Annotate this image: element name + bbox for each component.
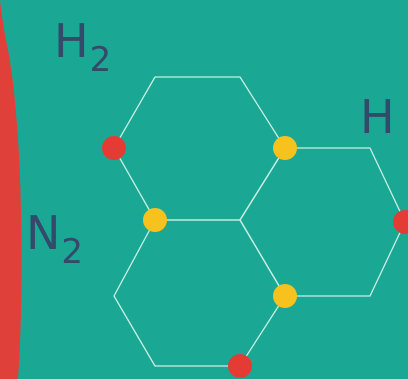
atom-red-bottom (228, 354, 252, 378)
formula-h-symbol: H (360, 90, 395, 144)
hexagon-bottom (113, 219, 286, 367)
formula-n2-symbol: N (26, 206, 61, 260)
hexagon-right (239, 147, 406, 297)
formula-h2-symbol: H (54, 14, 89, 68)
formula-h: H (360, 94, 395, 140)
atom-yellow-top (273, 136, 297, 160)
formula-h2-subscript: 2 (89, 40, 112, 80)
hexagon-top (113, 76, 286, 221)
atom-yellow-bottom (273, 284, 297, 308)
formula-n2-subscript: 2 (61, 232, 84, 272)
atom-yellow-middle (143, 208, 167, 232)
atom-red-left (102, 136, 126, 160)
atom-red-right (393, 210, 408, 234)
formula-h2: H2 (54, 18, 111, 77)
formula-n2: N2 (26, 210, 83, 269)
red-side-band (0, 0, 22, 379)
